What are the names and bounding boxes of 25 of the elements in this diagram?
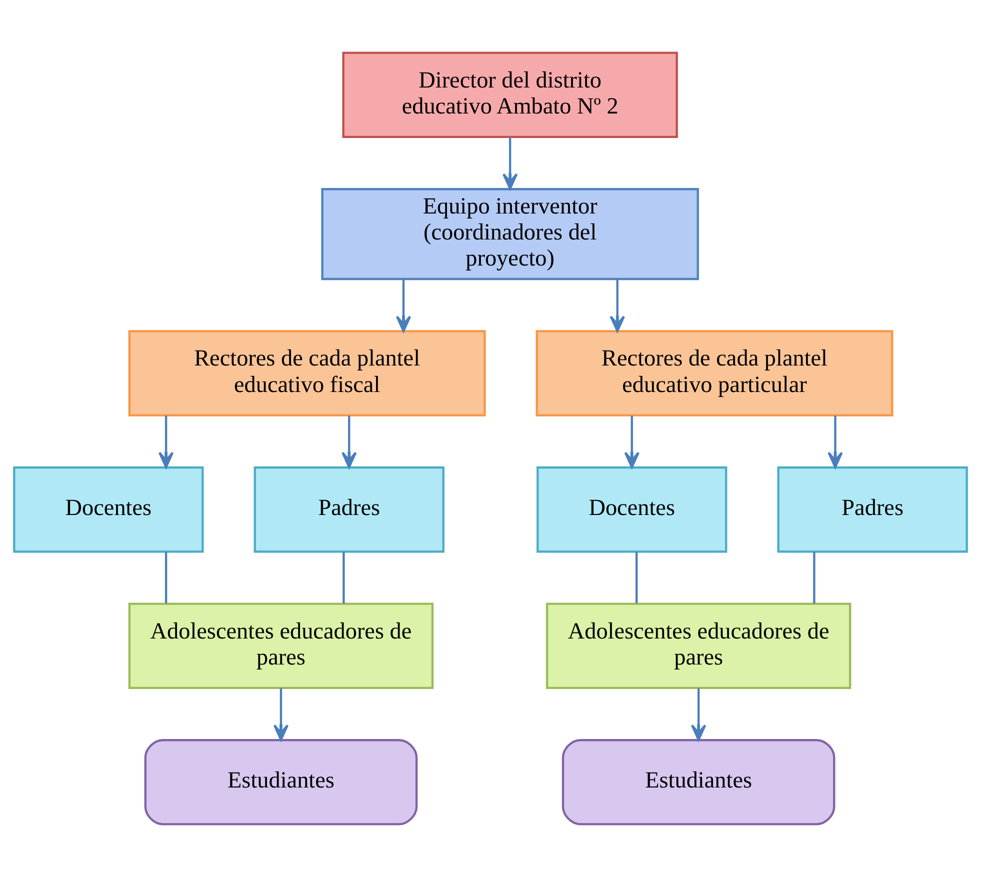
node-box: Director del distrito educativo Ambato Nº 2: [342, 51, 678, 138]
arrow: [396, 278, 412, 332]
node-box: Docentes: [536, 466, 728, 552]
connector: [342, 551, 345, 603]
node-box: Docentes: [13, 466, 204, 552]
arrow: [273, 688, 289, 740]
node-box: Padres: [777, 466, 968, 552]
node-box: Rectores de cada plantel educativo particular: [536, 330, 894, 416]
node-box: Estudiantes: [562, 738, 836, 825]
arrow: [342, 415, 357, 468]
node-box: Padres: [254, 466, 444, 552]
arrow: [828, 415, 843, 468]
arrow: [158, 415, 174, 468]
arrow: [690, 688, 706, 740]
connector: [813, 551, 816, 603]
node-box: Adolescentes educadores de pares: [128, 602, 434, 688]
arrow: [624, 415, 640, 468]
connector: [636, 551, 638, 603]
node-box: Equipo interventor (coordinadores del proyecto): [321, 188, 699, 280]
arrow: [610, 278, 625, 332]
node-box: Adolescentes educadores de pares: [546, 602, 852, 688]
node-box: Rectores de cada plantel educativo fiscal: [128, 330, 486, 416]
connector: [164, 551, 168, 603]
arrow: [502, 136, 518, 190]
node-box: Estudiantes: [144, 738, 418, 825]
